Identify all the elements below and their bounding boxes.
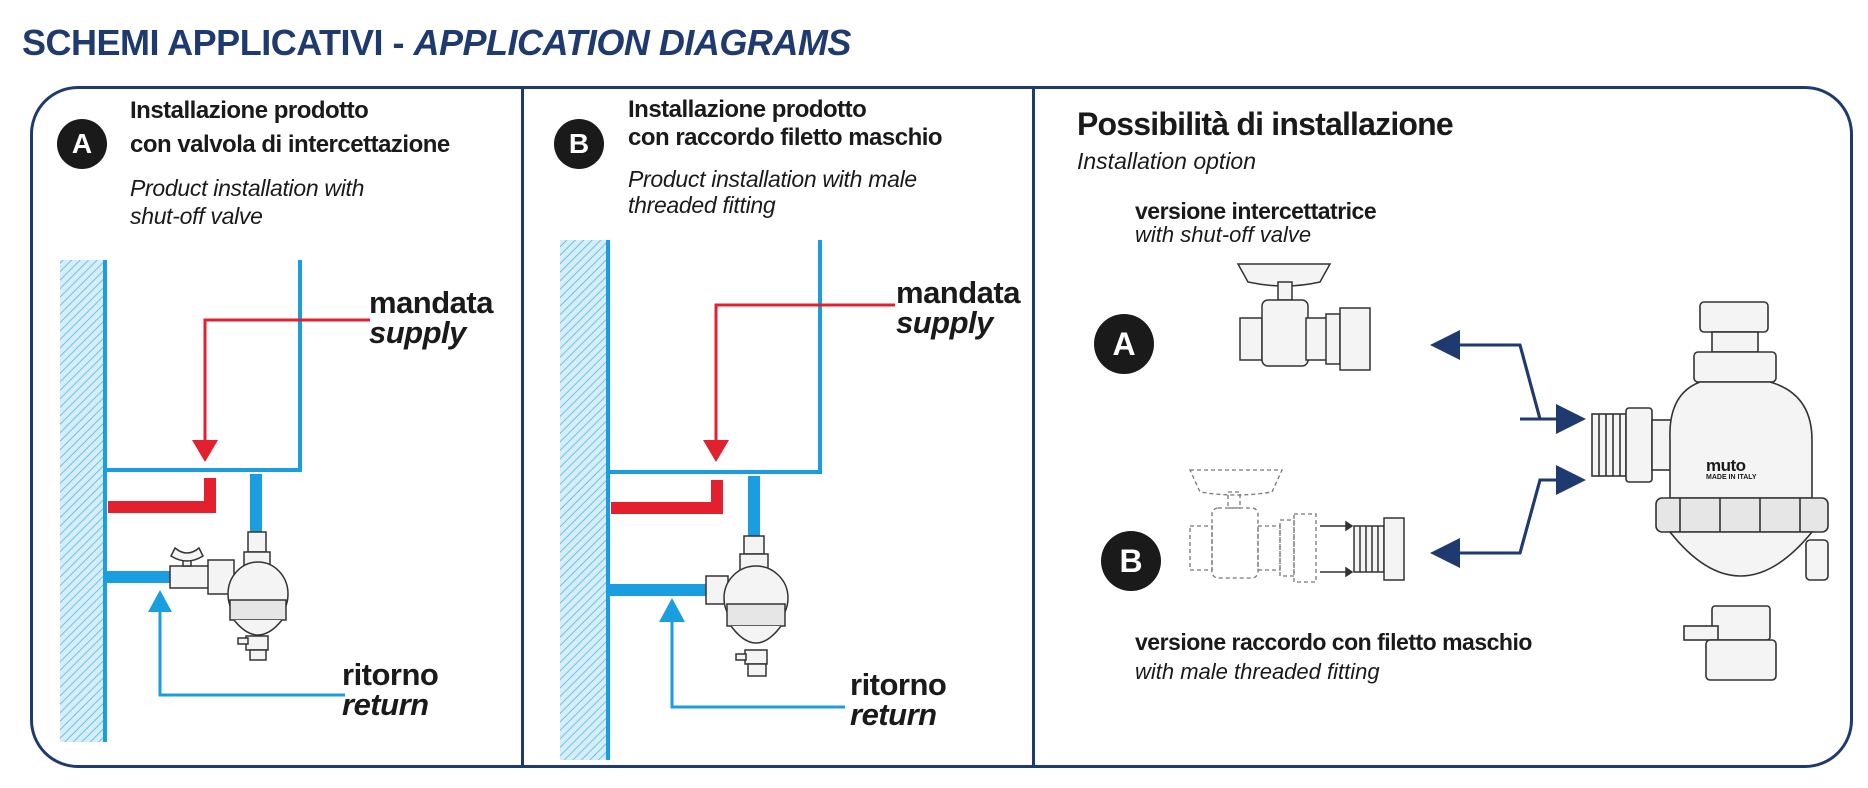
version-b-sublabel: with male threaded fitting [1135,659,1380,684]
supply-pipe-b [611,480,723,514]
separator-device-a [227,531,289,661]
badge-option-a: A [1094,314,1154,374]
panel-a-subheading: Product installation with shut-off valve [130,175,365,229]
return-riser-b [748,476,760,536]
return-pipe-a [105,571,180,583]
page-title: SCHEMI APPLICATIVI - APPLICATION DIAGRAM… [22,22,851,63]
panel-a-drawing [60,260,370,742]
return-arrow-a [158,610,345,697]
panel-divider-1 [521,86,524,768]
badge-option-b: B [1101,531,1161,591]
version-a-sublabel: with shut-off valve [1135,222,1312,247]
ball-valve-a [169,546,235,595]
connector-arrow-a-tip [1518,344,1586,434]
version-b-label: versione raccordo con filetto maschio [1135,629,1532,655]
brand-note: MADE IN ITALY [1706,474,1757,481]
wall-b [560,240,608,760]
supply-arrow-a [203,318,370,440]
panel-b-supply-label: mandata supply [896,275,1020,340]
separator-device-b [705,535,789,677]
return-arrow-b [670,620,845,709]
panel-a-heading: Installazione prodotto con valvola di in… [130,97,450,158]
supply-arrow-b [714,303,895,440]
version-a-label: versione intercettatrice [1135,198,1377,224]
badge-b: B [554,119,604,169]
fitting-arrows [1320,520,1354,578]
separator-product [1591,301,1829,681]
tank-b [608,240,822,474]
connector-arrow-b-tip [1518,465,1586,554]
panel-a-return-label: ritorno return [342,657,439,722]
return-pipe-b [608,584,706,596]
panel-divider-2 [1032,86,1035,768]
panel-a-supply-label: mandata supply [369,285,493,350]
threaded-fitting-illustration [1188,469,1317,583]
brand-logo: muto [1706,456,1746,475]
badge-a: A [57,119,107,169]
panel-b-subheading: Product installation with male threaded … [628,166,917,218]
panel-c-subheading: Installation option [1077,148,1257,174]
panel-c-drawing [1188,263,1829,681]
male-fitting [1353,517,1405,581]
diagram-frame [30,86,1853,768]
panel-c-heading: Possibilità di installazione [1077,106,1454,142]
tank-a [105,260,302,472]
panel-b-heading: Installazione prodotto con raccordo file… [628,96,943,151]
shut-off-valve-illustration [1236,263,1371,371]
supply-pipe-a [108,478,216,513]
panel-b-return-label: ritorno return [850,667,947,732]
return-riser-a [250,474,262,532]
wall-a [60,260,105,742]
panel-b-drawing [560,240,895,760]
connector-arrow-b [1430,478,1580,568]
